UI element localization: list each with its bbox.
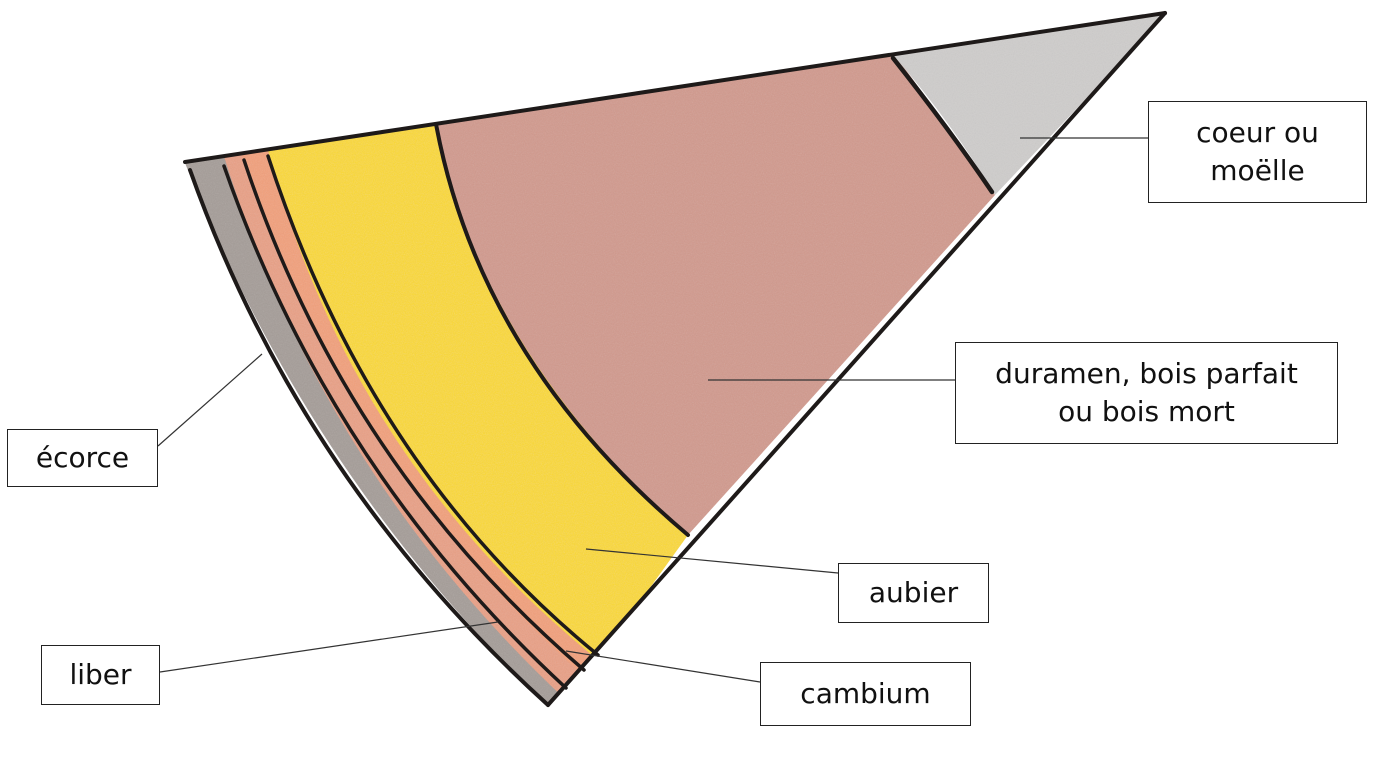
leader-ecorce xyxy=(158,354,262,446)
label-coeur-line2: moëlle xyxy=(1196,152,1319,190)
label-liber-text: liber xyxy=(69,656,131,694)
label-duramen-line2: ou bois mort xyxy=(995,393,1298,431)
label-duramen: duramen, bois parfait ou bois mort xyxy=(955,342,1338,444)
label-coeur-line1: coeur ou xyxy=(1196,114,1319,152)
leader-cambium xyxy=(566,651,760,682)
label-duramen-line1: duramen, bois parfait xyxy=(995,355,1298,393)
label-aubier-text: aubier xyxy=(869,574,958,612)
label-coeur: coeur ou moëlle xyxy=(1148,101,1367,203)
leader-liber xyxy=(160,622,498,672)
label-liber: liber xyxy=(41,645,160,705)
label-aubier: aubier xyxy=(838,563,989,623)
label-cambium-text: cambium xyxy=(800,675,930,713)
label-ecorce: écorce xyxy=(7,429,158,487)
label-cambium: cambium xyxy=(760,662,971,726)
label-ecorce-text: écorce xyxy=(36,439,129,477)
